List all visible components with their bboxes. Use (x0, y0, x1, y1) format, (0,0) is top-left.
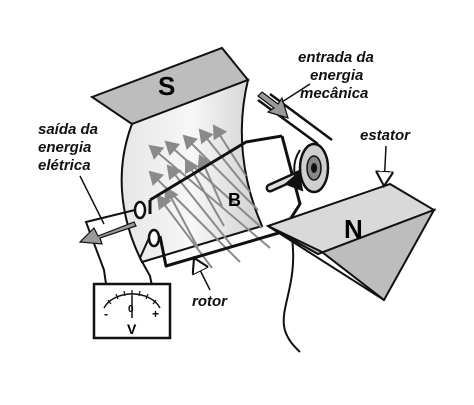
label-output-line3: elétrica (38, 157, 91, 174)
voltmeter: - 0 + V (92, 282, 172, 340)
svg-text:energia: energia (38, 139, 91, 156)
svg-text:elétrica: elétrica (38, 157, 91, 174)
svg-text:energia: energia (310, 67, 363, 84)
label-input-line3: mecânica (300, 85, 368, 102)
magnet-n-side (267, 225, 385, 301)
label-output: saída da energia elétrica (38, 121, 105, 225)
label-input-pointer (281, 83, 311, 103)
field-arrow (164, 140, 263, 229)
rotation-arrow (284, 149, 304, 192)
slip-ring-1 (133, 200, 147, 220)
label-output-line2: energia (38, 139, 91, 156)
magnet-n-front-face (267, 208, 437, 302)
slip-ring-2 (147, 228, 161, 248)
svg-text:mecânica: mecânica (300, 85, 368, 102)
label-stator-text: estator (360, 127, 411, 144)
field-arrow (198, 128, 251, 193)
label-input-line1: entrada da (298, 49, 374, 66)
field-lines (148, 124, 271, 269)
field-label: B (228, 190, 241, 210)
input-arrow (257, 91, 289, 119)
field-arrow (182, 134, 259, 211)
label-stator-pointer (384, 145, 386, 186)
output-arrow (78, 221, 137, 245)
field-arrow (166, 164, 233, 247)
label-rotor: rotor (192, 258, 228, 310)
voltmeter-zero: 0 (128, 304, 134, 315)
field-arrow (148, 144, 271, 249)
svg-text:entrada da: entrada da (298, 49, 374, 66)
label-output-line1: saída da (38, 121, 98, 138)
label-rotor-text: rotor (192, 293, 228, 310)
ground-wire (282, 237, 301, 353)
rotor-bottom-edge (158, 230, 283, 268)
label-input-line2: energia (310, 67, 363, 84)
field-arrow (185, 158, 225, 227)
magnet-s-label: S (158, 71, 175, 101)
magnet-n: N (265, 182, 437, 302)
magnet-n-label: N (344, 214, 363, 244)
rotor-top-edge (149, 134, 283, 202)
voltmeter-wires (84, 209, 301, 353)
voltmeter-plus: + (152, 307, 159, 321)
label-rotor-pointer (194, 258, 211, 291)
label-stator: estator (360, 127, 411, 186)
voltmeter-minus: - (104, 307, 108, 321)
label-output-pointer (79, 175, 105, 225)
shaft-pulley (265, 142, 330, 194)
field-arrow (164, 186, 199, 249)
label-input: entrada da energia mecânica (281, 49, 374, 103)
voltmeter-symbol: V (127, 321, 137, 337)
field-arrow (197, 154, 223, 207)
svg-text:saída da: saída da (38, 121, 98, 138)
